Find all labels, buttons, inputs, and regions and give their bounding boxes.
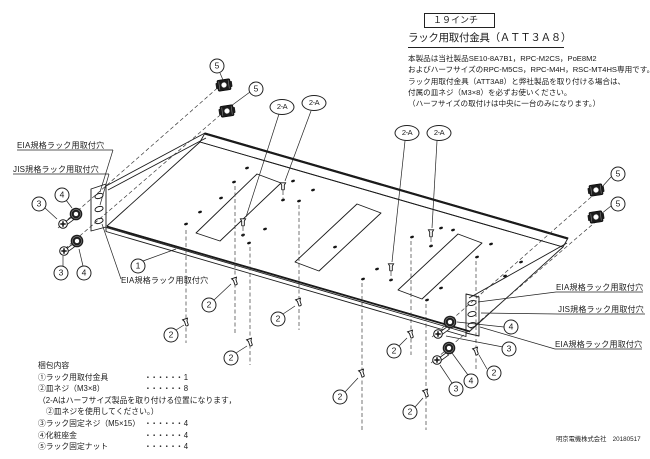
callout-halfsize-position: 2-A (301, 95, 327, 111)
callout-part2-screw: 2 (386, 343, 402, 359)
item-dots: ・・・・・・ (144, 418, 183, 428)
callout-part2-screw: 2 (402, 404, 418, 420)
packing-item: ③ラック固定ネジ（M5×15） ・・・・・・ 4 (38, 418, 236, 430)
item-name: ラック固定ナット (45, 442, 109, 452)
label-jis-hole-left: JIS規格ラック用取付穴 (13, 165, 99, 174)
callout-part2-screw: 2 (332, 389, 348, 405)
packing-note-line: ②皿ネジを使用してください。） (46, 407, 159, 417)
callout-part3-fixing-screw: 3 (501, 341, 517, 357)
callout-halfsize-position: 2-A (269, 99, 295, 115)
item-marker: ② (38, 384, 46, 394)
packing-item: ⑤ラック固定ナット ・・・・・・ 4 (38, 441, 236, 453)
description-line: （ハーフサイズの取付けは中央に一台のみになります。） (408, 99, 601, 109)
callout-part4-washer: 4 (54, 187, 70, 203)
left-rack-ear (90, 183, 107, 232)
label-jis-hole-right: JIS規格ラック用取付穴 (558, 305, 644, 314)
callout-part2-screw: 2 (486, 365, 502, 381)
description-line: 本製品は当社製品SE10-8A7B1，RPC-M2CS，PoE8M2 (408, 54, 597, 63)
item-marker: ① (38, 372, 46, 382)
callout-part2-screw: 2 (163, 327, 179, 343)
right-end-edge-a (468, 242, 568, 299)
item-marker: ④ (38, 430, 46, 440)
item-dots: ・・・・・・ (144, 372, 183, 382)
slot-1 (195, 173, 282, 242)
item-name: 皿ネジ（M3×8） (45, 384, 105, 394)
packing-item: ②皿ネジ（M3×8） ・・・・・・ 8 (38, 383, 236, 395)
item-dots: ・・・・・・ (144, 442, 183, 452)
callout-halfsize-position: 2-A (394, 125, 420, 141)
label-eia-hole-right-bottom: EIA規格ラック用取付穴 (555, 340, 643, 349)
item-count: 8 (183, 384, 189, 394)
callout-part3-fixing-screw: 3 (448, 381, 464, 397)
callout-halfsize-position: 2-A (426, 125, 452, 141)
item-dots: ・・・・・・ (144, 430, 183, 440)
item-count: 4 (183, 442, 189, 452)
callout-part5-cage-nut: 5 (209, 58, 225, 74)
vent-slots (195, 173, 483, 300)
front-rail (105, 227, 467, 337)
packing-note-line: （2-Aはハーフサイズ製品を取り付ける位置になります， (38, 395, 237, 405)
callout-part2-screw: 2 (223, 350, 239, 366)
description-line: 付属の皿ネジ（M3×8）を必ずお使いください。 (408, 87, 572, 97)
item-name: ラック用取付金具 (45, 372, 109, 382)
item-marker: ③ (38, 418, 46, 428)
callout-part5-cage-nut: 5 (610, 166, 626, 182)
left-end-edge-b (107, 137, 207, 191)
item-count: 4 (183, 430, 189, 440)
callout-part5-cage-nut: 5 (248, 81, 264, 97)
description-line: ラック用取付金具（ATT3A8）と弊社製品を取り付ける場合は、 (408, 76, 626, 86)
packing-list-heading: 梱包内容 (38, 361, 70, 370)
callout-part4-washer: 4 (503, 319, 519, 335)
packing-item: ①ラック用取付金具 ・・・・・・ 1 (38, 372, 236, 384)
drawing-title: ラック用取付金具（ＡＴＴ３Ａ８） (408, 30, 572, 48)
callout-part3-fixing-screw: 3 (31, 196, 47, 212)
callout-part5-cage-nut: 5 (610, 196, 626, 212)
item-dots: ・・・・・・ (144, 384, 183, 394)
description-line: およびハーフサイズのRPC-M5CS，RPC-M4H，RSC-MT4HS専用です… (408, 65, 650, 75)
dashed-alignment-lines (57, 83, 601, 430)
right-rack-ear (465, 293, 480, 337)
callout-part2-screw: 2 (270, 311, 286, 327)
label-eia-hole-right-top: EIA規格ラック用取付穴 (556, 283, 644, 292)
item-name: 化粧座金 (45, 430, 77, 440)
item-marker: ⑤ (38, 442, 46, 452)
callout-part1-bracket: 1 (130, 258, 146, 274)
callout-part2-screw: 2 (201, 297, 217, 313)
tray-plate (90, 132, 569, 337)
label-eia-hole-left-top: EIA規格ラック用取付穴 (17, 141, 105, 150)
packing-item: ④化粧座金 ・・・・・・ 4 (38, 430, 236, 442)
product-description: 本製品は当社製品SE10-8A7B1，RPC-M2CS，PoE8M2 およびハー… (408, 53, 650, 109)
title-block: １９インチ ラック用取付金具（ＡＴＴ３Ａ８） 本製品は当社製品SE10-8A7B… (408, 10, 650, 109)
label-eia-hole-left-bottom: EIA規格ラック用取付穴 (121, 276, 209, 285)
rear-lip-top-edge (204, 132, 569, 240)
callout-part3-fixing-screw: 3 (53, 265, 69, 281)
rear-lip (199, 132, 569, 248)
item-count: 1 (183, 372, 189, 382)
left-end-edge-a (105, 132, 206, 187)
item-name: ラック固定ネジ（M5×15） (45, 418, 141, 428)
rack-fixing-screws (57, 215, 451, 366)
leader-lines (13, 72, 645, 408)
slot-2 (294, 203, 382, 272)
callout-part4-washer: 4 (463, 373, 479, 389)
item-count: 4 (183, 418, 189, 428)
company-and-date: 明京電機株式会社 20180517 (556, 436, 641, 443)
front-edge-heavy (106, 225, 471, 333)
slot-3 (397, 233, 483, 300)
packing-list: 梱包内容 ①ラック用取付金具 ・・・・・・ 1 ②皿ネジ（M3×8） ・・・・・… (38, 360, 236, 453)
size-tag: １９インチ (424, 13, 496, 28)
callout-part4-washer: 4 (76, 265, 92, 281)
